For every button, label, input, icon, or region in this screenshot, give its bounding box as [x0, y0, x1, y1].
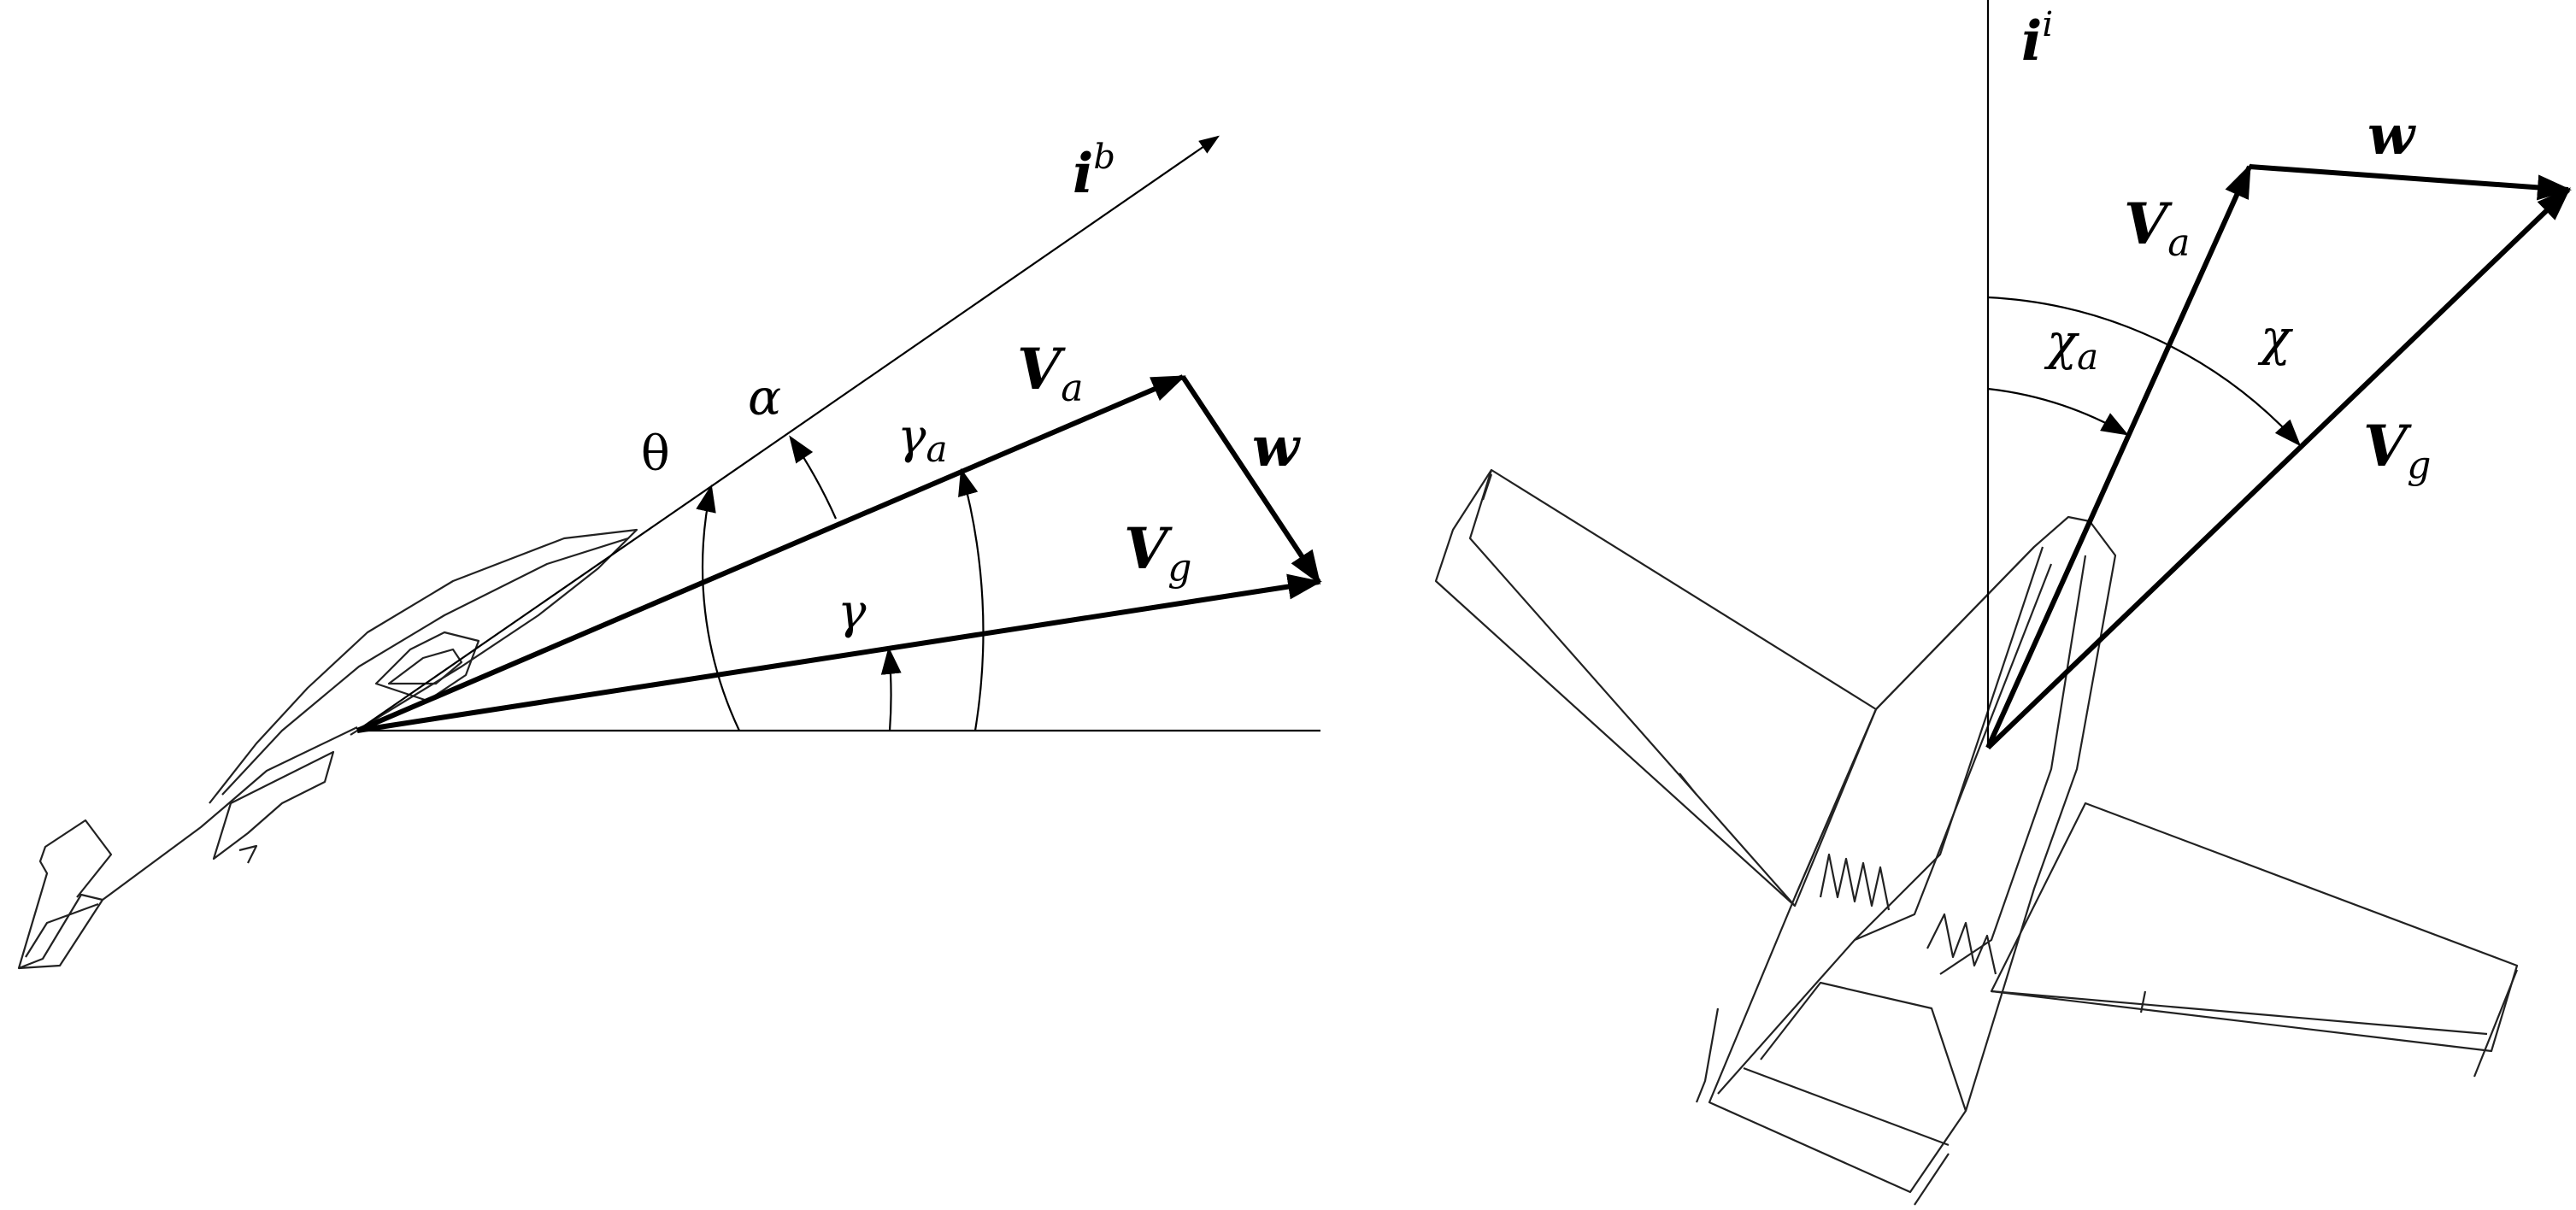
chi-a-arc: [1987, 387, 2129, 436]
groundspeed-label: Vg: [1124, 515, 1191, 590]
alpha-label: α: [748, 368, 781, 426]
wind-vector: [1180, 375, 1321, 585]
top-groundspeed-label: Vg: [2363, 413, 2431, 487]
chi-a-label: χa: [2044, 313, 2098, 378]
top-wind-vector: [2249, 164, 2572, 201]
alpha-arc: [789, 435, 838, 520]
aircraft-side-view: [17, 528, 638, 970]
theta-arc: [696, 484, 740, 731]
top-wind-label: w: [2367, 103, 2416, 167]
theta-label: θ: [641, 426, 670, 482]
top-airspeed-vector: [1985, 163, 2252, 749]
airspeed-label: Va: [1017, 336, 1083, 410]
top-view: ii Va w χa χ Vg: [1434, 0, 2572, 1206]
gamma-arc: [880, 646, 902, 731]
body-axis-label: ib: [1073, 138, 1115, 206]
inertial-axis-label: ii: [2021, 5, 2053, 73]
gamma-a-label: γa: [897, 409, 948, 470]
top-groundspeed-vector: [1985, 187, 2571, 750]
gamma-a-arc: [958, 467, 985, 731]
body-axis-line: [356, 135, 1220, 731]
side-view: ib θ α γa γ Va w Vg: [17, 135, 1322, 970]
gamma-label: γ: [838, 584, 867, 640]
chi-label: χ: [2257, 308, 2293, 367]
wind-label: w: [1252, 415, 1301, 479]
airspeed-vector: [356, 374, 1186, 733]
aircraft-top-view: [1434, 468, 2519, 1206]
top-airspeed-label: Va: [2124, 191, 2190, 265]
chi-arc: [1987, 296, 2302, 447]
groundspeed-vector: [356, 573, 1322, 733]
